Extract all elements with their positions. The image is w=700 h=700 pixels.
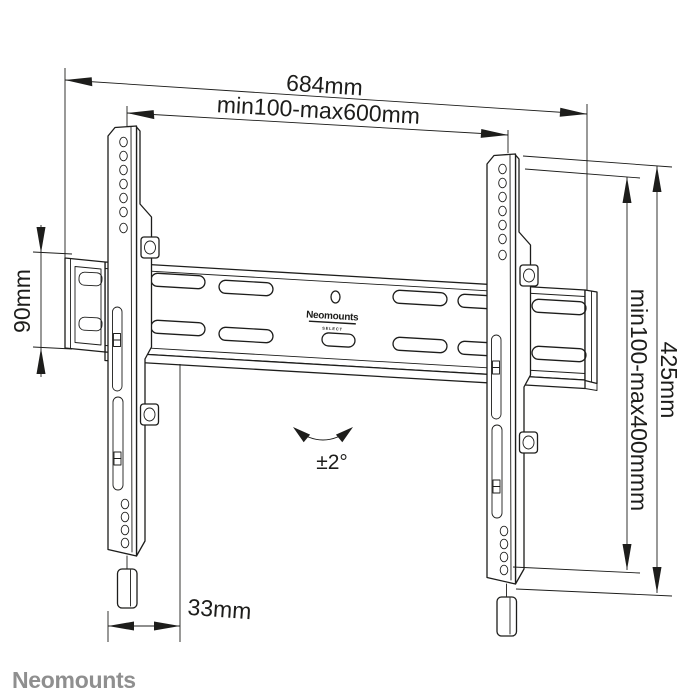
dim-depth-arrow-left: [108, 621, 134, 631]
right-bracket-pull-strap: [496, 583, 518, 637]
dim-rail-height-arrow-top: [36, 227, 46, 253]
dim-total-width-arrow-left: [65, 77, 93, 87]
wall-plate-rail: [64, 257, 598, 391]
tilt-label: ±2°: [316, 451, 348, 474]
right-bracket-flange: [514, 154, 532, 585]
dim-total-width: 684mm: [64, 68, 588, 290]
rail-center-slot: [321, 332, 356, 348]
dim-depth: 33mm: [107, 364, 253, 642]
dim-vesa-width-label: min100-max600mm: [216, 91, 420, 129]
logo-brand-text: Neomounts: [306, 310, 360, 324]
neomounts-select-logo: Neomounts SELECT: [306, 310, 360, 332]
rail-center-hole: [330, 290, 341, 304]
right-bracket-top-holes: [498, 163, 507, 261]
dim-total-height-arrow-bottom: [652, 567, 662, 593]
left-bracket-flange: [135, 126, 153, 557]
tilt-arrow-right: [335, 427, 353, 443]
dim-rail-height-label: 90mm: [9, 269, 35, 333]
dim-total-height-label: 425mm: [656, 342, 682, 419]
dim-vesa-width-arrow-left: [127, 110, 155, 120]
brand-watermark: Neomounts: [12, 667, 136, 693]
rail-lower-slots: [150, 319, 587, 363]
dim-total-width-label: 684mm: [285, 70, 363, 101]
left-bracket-bottom-holes: [120, 498, 130, 549]
left-bracket-bottom-clip: [139, 403, 160, 426]
left-bracket-pull-strap: [116, 555, 138, 609]
dim-total-height: 425mm: [515, 155, 682, 597]
dim-depth-arrow-right: [154, 621, 180, 631]
tilt-arrow-left: [293, 427, 311, 443]
dim-rail-height-arrow-bottom: [36, 348, 46, 374]
dim-vesa-width: min100-max600mm: [126, 91, 509, 153]
dim-vesa-height: min100-max400mmm: [512, 168, 652, 574]
rail-right-end-cap: [584, 289, 598, 391]
left-bracket-top-clip: [140, 236, 160, 259]
dim-vesa-height-label: min100-max400mmm: [626, 289, 652, 511]
dim-depth-label: 33mm: [187, 594, 253, 624]
left-bracket-top-holes: [119, 136, 128, 234]
dim-vesa-width-arrow-right: [480, 129, 508, 138]
right-bracket-slots: [491, 334, 503, 519]
dim-total-height-arrow-top: [652, 166, 662, 192]
right-bracket-bottom-clip: [518, 431, 539, 454]
dim-vesa-height-arrow-bottom: [622, 544, 632, 570]
dim-rail-height: 90mm: [9, 225, 73, 377]
dim-total-width-arrow-right: [559, 107, 587, 117]
rail-left-end-cap: [64, 257, 106, 353]
left-bracket-slots: [112, 306, 124, 491]
left-bracket: [107, 125, 160, 609]
tilt-annotation: ±2°: [293, 427, 353, 474]
right-bracket-bottom-holes: [499, 525, 509, 576]
right-bracket: [486, 153, 539, 637]
right-bracket-top-clip: [519, 264, 539, 287]
dim-vesa-height-arrow-top: [622, 177, 632, 203]
logo-series-text: SELECT: [322, 325, 343, 331]
